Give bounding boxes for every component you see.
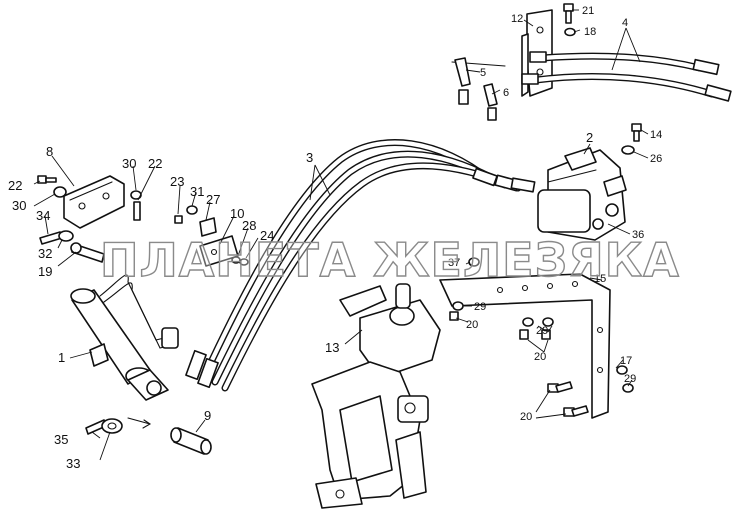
callout-32: 32	[38, 246, 52, 261]
callout-35: 35	[54, 432, 68, 447]
callout-29-a: 29	[474, 301, 486, 313]
pin-9	[170, 427, 212, 455]
callout-33: 33	[66, 456, 80, 471]
callout-14: 14	[650, 129, 662, 141]
line-fitting-6	[483, 83, 498, 121]
nuts-28-24	[231, 256, 249, 266]
fittings-23-31-27	[174, 205, 217, 237]
callout-29-b: 29	[536, 325, 548, 337]
callout-36: 36	[632, 229, 644, 241]
callout-20-c: 20	[520, 411, 532, 423]
callout-37: 37	[448, 257, 460, 269]
callout-23: 23	[170, 174, 184, 189]
tilt-mechanism-13	[311, 283, 441, 509]
valve-unit-2	[537, 147, 627, 241]
callout-26: 26	[650, 153, 662, 165]
hose-pair-4	[521, 51, 732, 102]
bracket-10	[199, 235, 239, 267]
callout-5: 5	[480, 67, 486, 79]
bracket-15	[439, 273, 611, 419]
callout-10: 10	[230, 206, 244, 221]
bracket-8	[63, 175, 125, 229]
callout-22-left: 22	[8, 178, 22, 193]
fasteners-29-20	[449, 301, 634, 417]
callout-30-left: 30	[12, 198, 26, 213]
callout-4: 4	[622, 17, 628, 29]
callout-8: 8	[46, 144, 53, 159]
pin-19	[70, 242, 105, 263]
bolt-22-right	[133, 201, 141, 221]
pin-34-washer-32	[39, 230, 74, 245]
callout-1: 1	[58, 350, 65, 365]
callout-19: 19	[38, 264, 52, 279]
callout-20-a: 20	[466, 319, 478, 331]
callout-20-b: 20	[534, 351, 546, 363]
callout-15: 15	[594, 273, 606, 285]
callout-13: 13	[325, 340, 339, 355]
callout-22-right: 22	[148, 156, 162, 171]
callout-30-right: 30	[122, 156, 136, 171]
callout-17: 17	[620, 355, 632, 367]
callout-34: 34	[36, 208, 50, 223]
callout-3: 3	[306, 150, 313, 165]
callout-31: 31	[190, 184, 204, 199]
callout-6: 6	[503, 87, 509, 99]
washer-30-left	[53, 186, 67, 198]
watermark: ПЛАНЕТА ЖЕЛЕЗЯКА	[100, 233, 680, 287]
callout-24: 24	[260, 228, 274, 243]
callout-29-c: 29	[624, 373, 636, 385]
line-fitting-5	[451, 57, 506, 105]
callout-21: 21	[582, 5, 594, 17]
bolt-14	[631, 123, 642, 142]
bolt-21	[563, 3, 574, 24]
washer-35-33	[85, 418, 123, 435]
bolt-22-left	[37, 175, 57, 184]
callout-27: 27	[206, 192, 220, 207]
direction-arrow	[127, 417, 152, 429]
cylinder-1	[70, 274, 179, 401]
washer-26	[621, 145, 635, 155]
hose-bundle-3	[185, 139, 536, 392]
leader-lines	[33, 9, 649, 461]
callout-9: 9	[204, 408, 211, 423]
callout-18: 18	[584, 26, 596, 38]
callout-labels: 12 21 18 4 5 6 3 2 14 26 36 15 37 29 20 …	[8, 5, 662, 471]
callout-12: 12	[511, 13, 523, 25]
callout-28: 28	[242, 218, 256, 233]
nut-18	[564, 27, 576, 37]
callout-2: 2	[586, 130, 593, 145]
